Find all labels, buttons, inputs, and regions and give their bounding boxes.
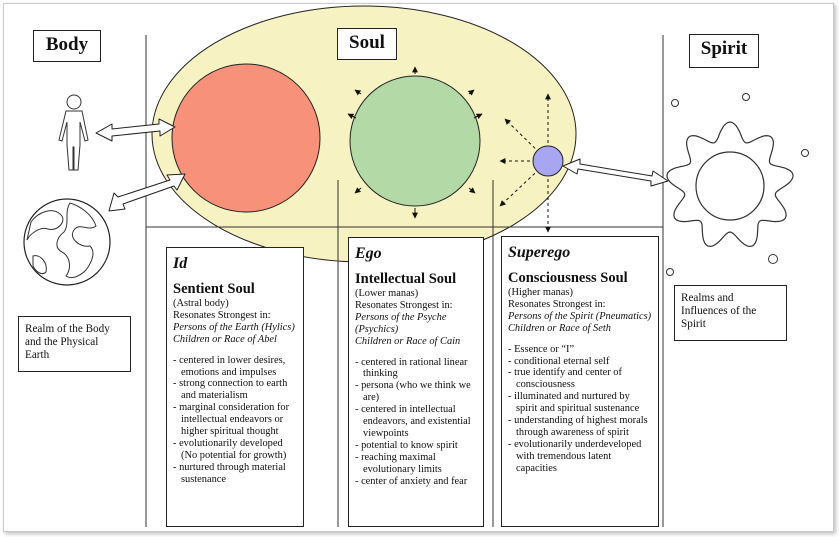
sun-icon: [666, 121, 794, 248]
list-item: marginal consideration for intellectual …: [173, 402, 297, 438]
list-item: reaching maximal evolutionary limits: [355, 452, 477, 476]
soul-spirit-arrow: [562, 158, 669, 187]
list-item: evolutionarily developed (No potential f…: [173, 438, 297, 462]
column-name: Consciousness Soul: [508, 270, 628, 286]
column-list: centered in rational linear thinking per…: [355, 357, 477, 488]
list-item: conditional eternal self: [508, 356, 652, 368]
column-persons: Persons of the Psyche (Psychics): [355, 311, 447, 335]
column-race: Children or Race of Abel: [173, 333, 277, 345]
id-circle: [171, 63, 321, 213]
list-item: centered in intellectual endeavors, and …: [355, 404, 477, 440]
earth-soul-arrow: [108, 173, 186, 212]
earth-globe-icon: [23, 198, 111, 286]
column-subtitle: (Higher manas): [508, 287, 573, 298]
list-item: nurtured through material sustenance: [173, 462, 297, 486]
body-title: Body: [33, 30, 101, 62]
ego-radiating-arrows: [347, 66, 483, 219]
body-realm-note: Realm of the Body and the Physical Earth: [18, 316, 131, 372]
column-heading: Ego: [355, 245, 382, 262]
list-item: centered in lower desires, emotions and …: [173, 355, 297, 379]
list-item: true identify and center of consciousnes…: [508, 367, 652, 391]
list-item: Essence or “I”: [508, 344, 652, 356]
column-resonates: Resonates Strongest in:: [173, 309, 271, 321]
list-item: persona (who we think we are): [355, 380, 477, 404]
id-column: Id Sentient Soul (Astral body) Resonates…: [166, 247, 304, 527]
column-race: Children or Race of Seth: [508, 322, 611, 334]
superego-circle: [532, 145, 564, 177]
column-list: centered in lower desires, emotions and …: [173, 355, 297, 486]
column-race: Children or Race of Cain: [355, 335, 461, 347]
spirit-title: Spirit: [689, 34, 759, 68]
list-item: evolutionarily underdeveloped with treme…: [508, 439, 652, 475]
spirit-realm-note: Realms and Influences of the Spirit: [674, 285, 787, 341]
column-persons: Persons of the Earth (Hylics): [173, 321, 295, 333]
list-item: strong connection to earth and materiali…: [173, 378, 297, 402]
spirit-dots: [666, 93, 809, 276]
column-name: Intellectual Soul: [355, 271, 457, 287]
list-item: illuminated and nurtured by spirit and s…: [508, 391, 652, 415]
ego-circle: [349, 75, 481, 207]
column-list: Essence or “I” conditional eternal self …: [508, 344, 652, 475]
column-name: Sentient Soul: [173, 281, 255, 297]
list-item: potential to know spirit: [355, 440, 477, 452]
list-item: understanding of highest morals through …: [508, 415, 652, 439]
column-heading: Id: [173, 255, 188, 272]
column-heading: Superego: [508, 244, 571, 261]
list-item: center of anxiety and fear: [355, 476, 477, 488]
body-soul-arrow: [95, 118, 176, 142]
column-subtitle: (Lower manas): [355, 288, 419, 299]
superego-column: Superego Consciousness Soul (Higher mana…: [501, 236, 659, 527]
column-persons: Persons of the Spirit (Pneumatics): [508, 310, 652, 322]
column-subtitle: (Astral body): [173, 298, 229, 309]
list-item: centered in rational linear thinking: [355, 357, 477, 381]
ego-column: Ego Intellectual Soul (Lower manas) Reso…: [348, 237, 484, 527]
soul-title: Soul: [337, 28, 397, 60]
human-figure-icon: [58, 94, 89, 171]
column-resonates: Resonates Strongest in:: [355, 299, 453, 311]
column-resonates: Resonates Strongest in:: [508, 298, 606, 310]
